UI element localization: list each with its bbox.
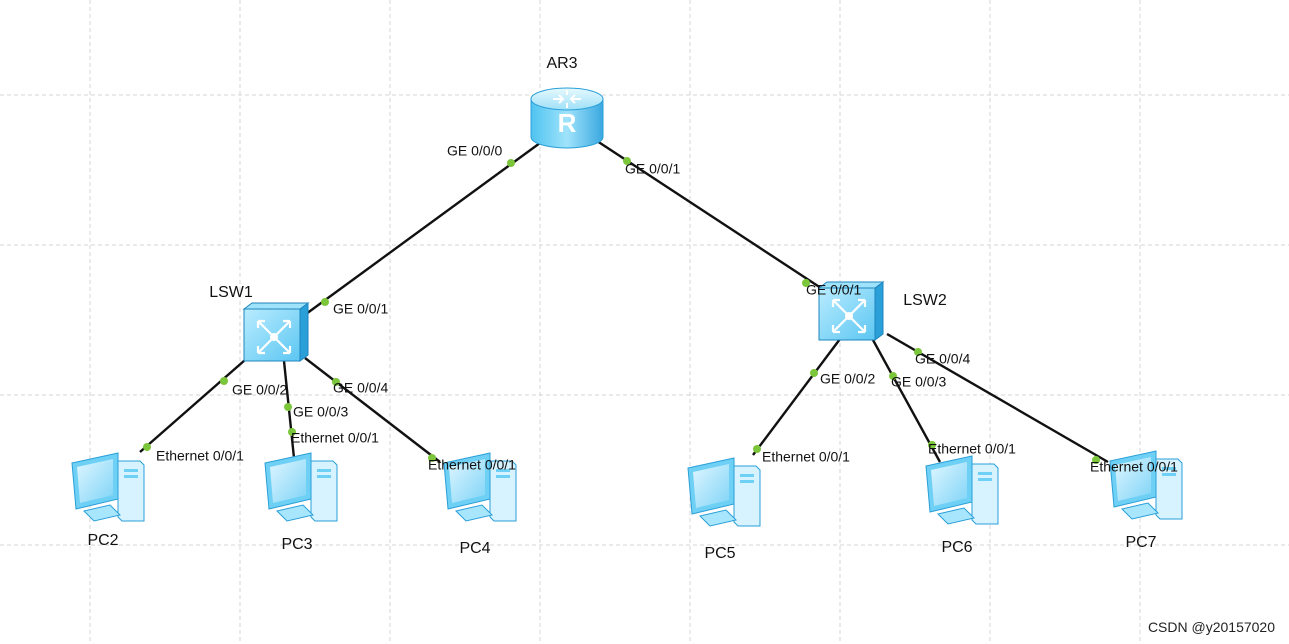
port-dot-pc5: [753, 445, 761, 453]
port-label-pc2: Ethernet 0/0/1: [156, 448, 244, 464]
port-label-pc6: Ethernet 0/0/1: [928, 441, 1016, 457]
port-dot-lsw2: [802, 279, 810, 287]
port-label-lsw1: GE 0/0/1: [333, 301, 388, 317]
port-dot-lsw2: [914, 348, 922, 356]
port-label-pc5: Ethernet 0/0/1: [762, 449, 850, 465]
device-label-pc4: PC4: [459, 540, 490, 557]
port-dot-lsw2: [810, 369, 818, 377]
device-label-pc3: PC3: [281, 536, 312, 553]
port-label-pc7: Ethernet 0/0/1: [1090, 459, 1178, 475]
port-label-ar3: GE 0/0/0: [447, 143, 502, 159]
device-label-pc5: PC5: [704, 545, 735, 562]
devices-layer: R: [71, 87, 1183, 527]
port-dot-pc6: [928, 441, 936, 449]
port-label-ar3: GE 0/0/1: [625, 161, 680, 177]
switch-icon-lsw1[interactable]: [242, 302, 310, 362]
port-dot-lsw2: [889, 372, 897, 380]
port-dot-lsw1: [321, 298, 329, 306]
port-dot-pc7: [1092, 456, 1100, 464]
pc-icon-pc2[interactable]: [71, 452, 145, 522]
port-label-pc3: Ethernet 0/0/1: [291, 430, 379, 446]
port-dot-lsw1: [284, 403, 292, 411]
port-label-lsw2: GE 0/0/3: [891, 374, 946, 390]
pc-icon-pc5[interactable]: [687, 457, 761, 527]
links-layer: [139, 139, 1109, 464]
pc-icon-pc6[interactable]: [925, 455, 999, 525]
port-label-lsw1: GE 0/0/2: [232, 382, 287, 398]
port-label-lsw2: GE 0/0/2: [820, 371, 875, 387]
port-dot-lsw1: [220, 377, 228, 385]
port-dot-pc4: [428, 454, 436, 462]
port-label-pc4: Ethernet 0/0/1: [428, 457, 516, 473]
device-label-pc7: PC7: [1125, 534, 1156, 551]
pc-icon-pc4[interactable]: [443, 452, 517, 522]
pc-icon-pc3[interactable]: [264, 452, 338, 522]
port-dot-pc2: [143, 443, 151, 451]
router-icon-ar3[interactable]: R: [530, 87, 604, 149]
link-ar3-lsw1[interactable]: [305, 142, 541, 315]
port-dot-lsw1: [332, 378, 340, 386]
switch-icon-lsw2[interactable]: [817, 281, 885, 341]
device-label-lsw2: LSW2: [903, 292, 947, 309]
port-label-lsw1: GE 0/0/4: [333, 380, 388, 396]
svg-text:R: R: [558, 108, 577, 138]
watermark: CSDN @y20157020: [1147, 619, 1275, 635]
link-lsw2-pc7[interactable]: [886, 332, 1109, 464]
labels-layer: GE 0/0/0 GE 0/0/1 GE 0/0/1 GE 0/0/1 GE 0/0/2…: [87, 55, 1178, 562]
device-label-ar3: AR3: [546, 55, 577, 72]
link-lsw1-pc4[interactable]: [304, 357, 441, 463]
pc-icon-pc7[interactable]: [1109, 450, 1183, 520]
port-dot-pc3: [288, 428, 296, 436]
port-dot-ar3: [507, 159, 515, 167]
port-dot-ar3: [623, 157, 631, 165]
device-label-pc6: PC6: [941, 539, 972, 556]
port-label-lsw1: GE 0/0/3: [293, 404, 348, 420]
link-lsw1-pc2[interactable]: [139, 359, 246, 453]
device-label-pc2: PC2: [87, 532, 118, 549]
link-ar3-lsw2[interactable]: [596, 139, 825, 292]
port-label-lsw2: GE 0/0/1: [806, 282, 861, 298]
port-label-lsw2: GE 0/0/4: [915, 351, 970, 367]
link-lsw2-pc5[interactable]: [752, 338, 841, 456]
device-label-lsw1: LSW1: [209, 284, 253, 301]
link-lsw2-pc6[interactable]: [871, 339, 942, 463]
